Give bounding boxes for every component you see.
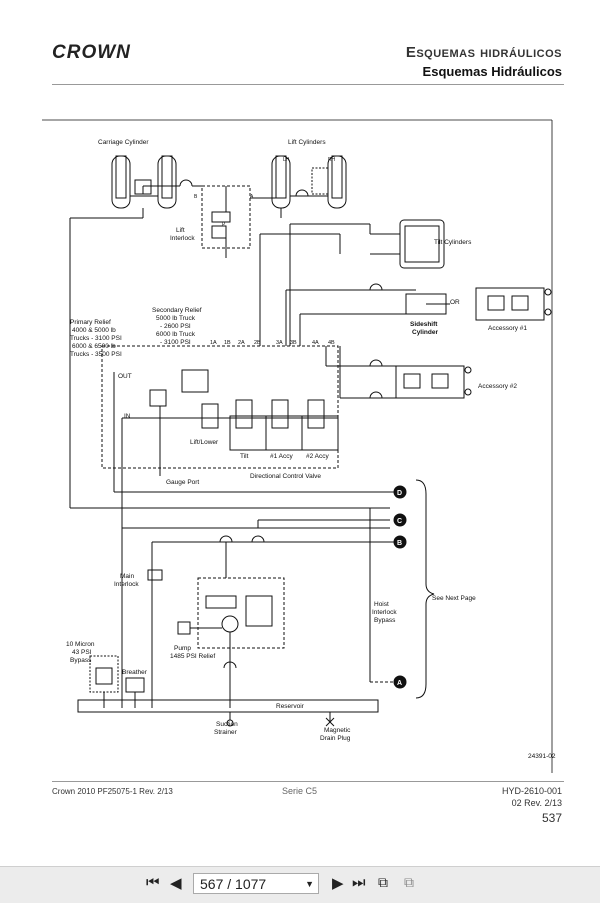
label-lh: LH [283, 157, 290, 163]
hydraulic-schematic: Carriage Cylinder Lift Cylinders LH RH B… [42, 119, 556, 773]
export-page-icon[interactable]: ⧉ [378, 874, 388, 890]
label-suction-2: Strainer [214, 729, 238, 736]
label-port-2b: 2B [254, 340, 261, 346]
label-main-interlock-1: Main [120, 573, 134, 580]
label-port-2a: 2A [238, 340, 245, 346]
pdf-viewer-toolbar: ⏮ ◀ 567 / 1077 ▼ ▶ ⏭ ⧉ ⧉ [0, 866, 600, 903]
first-page-icon[interactable]: ⏮ [146, 874, 160, 891]
label-rh: RH [328, 157, 336, 163]
label-accessory-2: Accessory #2 [478, 383, 517, 390]
label-port-3a: 3A [276, 340, 283, 346]
prev-page-icon[interactable]: ◀ [170, 875, 182, 892]
page-number: 537 [541, 811, 562, 825]
label-port-1a: 1A [210, 340, 217, 346]
footer-left: Crown 2010 PF25075-1 Rev. 2/13 [52, 787, 173, 796]
copy-page-icon[interactable]: ⧉ [404, 874, 414, 890]
label-lift-interlock-1: Lift [176, 227, 185, 234]
label-port-4b: 4B [328, 340, 335, 346]
footer-right-1: HYD-2610-001 [501, 786, 562, 796]
label-lift-cylinders: Lift Cylinders [288, 139, 326, 146]
label-port-1b: 1B [224, 340, 231, 346]
label-lift-lower: Lift/Lower [190, 439, 219, 446]
label-in: IN [124, 413, 131, 420]
label-accy-2: #2 Accy [306, 453, 330, 460]
label-primary-relief-1: 4000 & 5000 lb [72, 327, 116, 334]
label-dcv: Directional Control Valve [250, 473, 321, 480]
label-port-p: P [222, 222, 226, 228]
label-port-b: B [194, 194, 198, 200]
label-primary-relief-2: Trucks - 3100 PSI [70, 335, 122, 342]
label-primary-relief-4: Trucks - 3500 PSI [70, 351, 122, 358]
label-primary-relief-3: 6000 & 6500 lb [72, 343, 116, 350]
label-accessory-1: Accessory #1 [488, 325, 527, 332]
label-gauge-port: Gauge Port [166, 479, 199, 486]
label-filter-0: 10 Micron [66, 641, 95, 648]
label-drain-1: Magnetic [324, 727, 351, 734]
label-hoist-1: Hoist [374, 601, 389, 608]
label-accy-1: #1 Accy [270, 453, 294, 460]
label-port-a: A [250, 194, 254, 200]
label-sideshift-2: Cylinder [412, 329, 438, 336]
connector-c: C [397, 518, 402, 525]
label-lift-interlock-2: Interlock [170, 235, 195, 242]
label-suction-1: Suction [216, 721, 238, 728]
last-page-icon[interactable]: ⏭ [352, 874, 366, 891]
label-secondary-relief-1: 5000 lb Truck [156, 315, 196, 322]
footer-center: Serie C5 [282, 786, 318, 796]
page-select[interactable]: 567 / 1077 ▼ [193, 873, 319, 894]
label-main-interlock-2: Interlock [114, 581, 139, 588]
connector-b: B [397, 540, 402, 547]
label-tilt-cylinders: Tilt Cylinders [434, 239, 472, 246]
label-hoist-2: Interlock [372, 609, 397, 616]
section-title-caps: Esquemas hidráulicos [405, 44, 562, 61]
label-secondary-relief-0: Secondary Relief [152, 307, 202, 314]
label-secondary-relief-4: - 3100 PSI [160, 339, 191, 346]
connector-a: A [397, 680, 402, 687]
label-or: OR [450, 299, 460, 306]
footer-divider [52, 781, 564, 782]
chevron-down-icon: ▼ [305, 879, 314, 889]
label-carriage-cylinder: Carriage Cylinder [98, 139, 149, 146]
crown-logo: CROWN [52, 42, 131, 63]
footer-right-2: 02 Rev. 2/13 [511, 798, 562, 808]
header-divider [52, 84, 564, 85]
label-port-3b: 3B [290, 340, 297, 346]
label-hoist-3: Bypass [374, 617, 396, 624]
label-pump-1: Pump [174, 645, 191, 652]
connector-d: D [397, 490, 402, 497]
label-filter-2: Bypass [70, 657, 92, 664]
label-out: OUT [118, 373, 132, 380]
label-tilt: Tilt [240, 453, 249, 460]
label-breather: Breather [122, 669, 148, 676]
label-primary-relief-0: Primary Relief [70, 319, 111, 326]
label-port-4a: 4A [312, 340, 319, 346]
next-page-icon[interactable]: ▶ [332, 875, 344, 892]
drawing-number: 24391-02 [528, 753, 556, 760]
label-reservoir: Reservoir [276, 703, 305, 710]
label-secondary-relief-3: 6000 lb Truck [156, 331, 196, 338]
page-indicator: 567 / 1077 [200, 876, 267, 892]
label-sideshift-1: Sideshift [410, 321, 438, 328]
label-drain-2: Drain Plug [320, 735, 351, 742]
label-secondary-relief-2: - 2600 PSI [160, 323, 191, 330]
section-title: Esquemas Hidráulicos [422, 64, 562, 79]
label-filter-1: 43 PSI [72, 649, 92, 656]
label-pump-2: 1485 PSI Relief [170, 653, 215, 660]
label-see-next-page: See Next Page [432, 595, 476, 602]
